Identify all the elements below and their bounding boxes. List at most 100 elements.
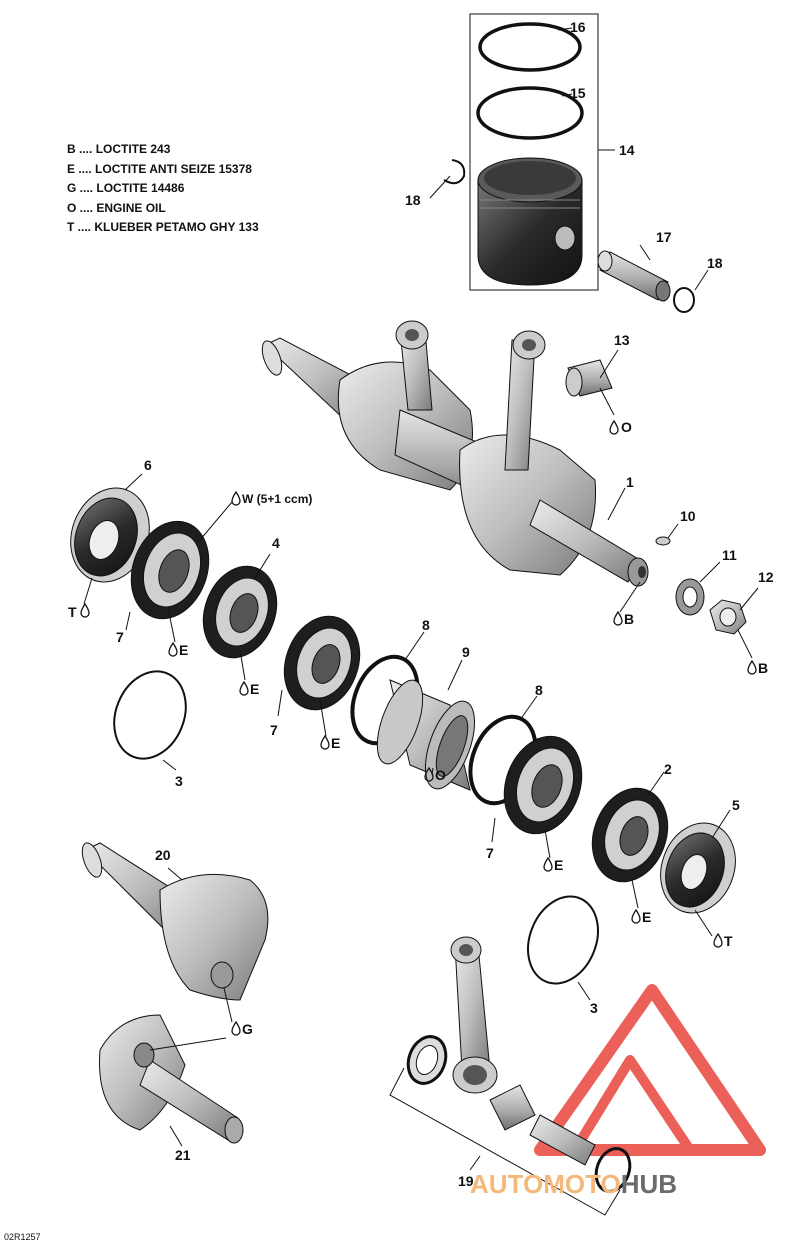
ball-bearing-7b xyxy=(283,615,361,711)
ball-bearing-w xyxy=(130,520,210,620)
legend-text: LOCTITE ANTI SEIZE 15378 xyxy=(95,161,252,176)
app-t-5: T xyxy=(724,933,733,949)
callout-2: 2 xyxy=(664,761,672,777)
app-e-3: E xyxy=(179,642,188,658)
legend-row: E .... LOCTITE ANTI SEIZE 15378 xyxy=(67,160,259,180)
callout-6: 6 xyxy=(144,457,152,473)
drop-icon xyxy=(231,490,241,506)
callout-15: 15 xyxy=(570,85,586,101)
callout-7-a: 7 xyxy=(116,629,124,645)
app-b-1: B xyxy=(624,611,634,627)
watermark-logo xyxy=(534,984,766,1156)
callout-18-left: 18 xyxy=(405,192,421,208)
app-e-2: E xyxy=(642,909,651,925)
legend-row: B .... LOCTITE 243 xyxy=(67,140,259,160)
app-g-20: G xyxy=(242,1021,253,1037)
callout-14: 14 xyxy=(619,142,635,158)
nut-12 xyxy=(709,599,747,635)
app-o-9: O xyxy=(435,767,446,783)
legend-text: LOCTITE 14486 xyxy=(96,181,185,195)
legend-row: O .... ENGINE OIL xyxy=(67,199,259,219)
piston-ring-16 xyxy=(478,22,582,72)
app-w-note: W (5+1 ccm) xyxy=(242,492,312,506)
callout-20: 20 xyxy=(155,847,171,863)
callout-21: 21 xyxy=(175,1147,191,1163)
app-t-6: T xyxy=(68,604,77,620)
drop-icon xyxy=(543,856,553,872)
app-e-7b: E xyxy=(331,735,340,751)
callout-4: 4 xyxy=(272,535,280,551)
callout-8-b: 8 xyxy=(535,682,543,698)
connecting-rod-kit xyxy=(406,936,632,1193)
callout-18-right: 18 xyxy=(707,255,723,271)
piston-ring-15 xyxy=(476,86,584,140)
leader-lines xyxy=(83,27,759,1147)
callout-10: 10 xyxy=(680,508,696,524)
drop-icon xyxy=(713,932,723,948)
legend-code: O xyxy=(67,200,77,215)
legend-text: KLUEBER PETAMO GHY 133 xyxy=(94,220,259,234)
drop-icon xyxy=(747,659,757,675)
callout-11: 11 xyxy=(722,547,737,563)
app-b-12: B xyxy=(758,660,768,676)
drop-icon xyxy=(609,419,619,435)
ball-bearing-2 xyxy=(591,787,669,883)
crankshaft xyxy=(261,320,649,587)
legend-code: E xyxy=(67,161,76,176)
legend-text: ENGINE OIL xyxy=(96,200,166,215)
bearing-sleeve-9 xyxy=(376,679,476,791)
woodruff-key xyxy=(655,536,671,546)
crankshaft-half-21 xyxy=(99,1014,244,1144)
legend-code: T xyxy=(67,220,75,234)
callout-16: 16 xyxy=(570,19,586,35)
washer-11 xyxy=(675,578,705,616)
callout-5: 5 xyxy=(732,797,740,813)
drop-icon xyxy=(613,610,623,626)
drop-icon xyxy=(631,908,641,924)
callout-13: 13 xyxy=(614,332,630,348)
piston-pin xyxy=(597,250,671,302)
callout-1: 1 xyxy=(626,474,634,490)
callout-19: 19 xyxy=(458,1173,474,1189)
piston-kit-box xyxy=(469,13,599,291)
circlip-18-right xyxy=(673,287,695,313)
crankshaft-half-20 xyxy=(81,842,269,1001)
oil-seal-5 xyxy=(660,822,736,914)
app-e-4: E xyxy=(250,681,259,697)
o-ring-3-left xyxy=(113,670,187,760)
drop-icon xyxy=(424,766,434,782)
legend-separator: .... xyxy=(74,220,95,234)
drop-icon xyxy=(231,1020,241,1036)
circlip-18-left xyxy=(443,159,466,185)
piston xyxy=(477,157,583,286)
legend-separator: .... xyxy=(76,200,97,215)
drop-icon xyxy=(80,602,90,618)
legend-row: G .... LOCTITE 14486 xyxy=(67,179,259,199)
app-o-13: O xyxy=(621,419,632,435)
callout-7-c: 7 xyxy=(486,845,494,861)
oil-seal-6 xyxy=(70,487,150,583)
legend-separator: .... xyxy=(75,161,96,176)
callout-8-a: 8 xyxy=(422,617,430,633)
callout-3-left: 3 xyxy=(175,773,183,789)
watermark-text: AUTOMOTOHUB xyxy=(470,1169,677,1199)
o-ring-3-right xyxy=(527,895,599,985)
app-e-7c: E xyxy=(554,857,563,873)
legend-code: G xyxy=(67,181,77,195)
legend-separator: .... xyxy=(76,181,97,195)
legend-row: T .... KLUEBER PETAMO GHY 133 xyxy=(67,218,259,238)
ball-bearing-4 xyxy=(202,565,278,659)
drop-icon xyxy=(239,680,249,696)
callout-12: 12 xyxy=(758,569,774,585)
needle-bearing-13 xyxy=(565,359,613,397)
callout-17: 17 xyxy=(656,229,672,245)
callout-9: 9 xyxy=(462,644,470,660)
legend-text: LOCTITE 243 xyxy=(95,142,171,156)
legend-separator: .... xyxy=(75,142,96,156)
legend-code: B xyxy=(67,142,76,156)
reference-code: 02R1257 xyxy=(4,1232,41,1242)
drop-icon xyxy=(168,641,178,657)
callout-7-b: 7 xyxy=(270,722,278,738)
